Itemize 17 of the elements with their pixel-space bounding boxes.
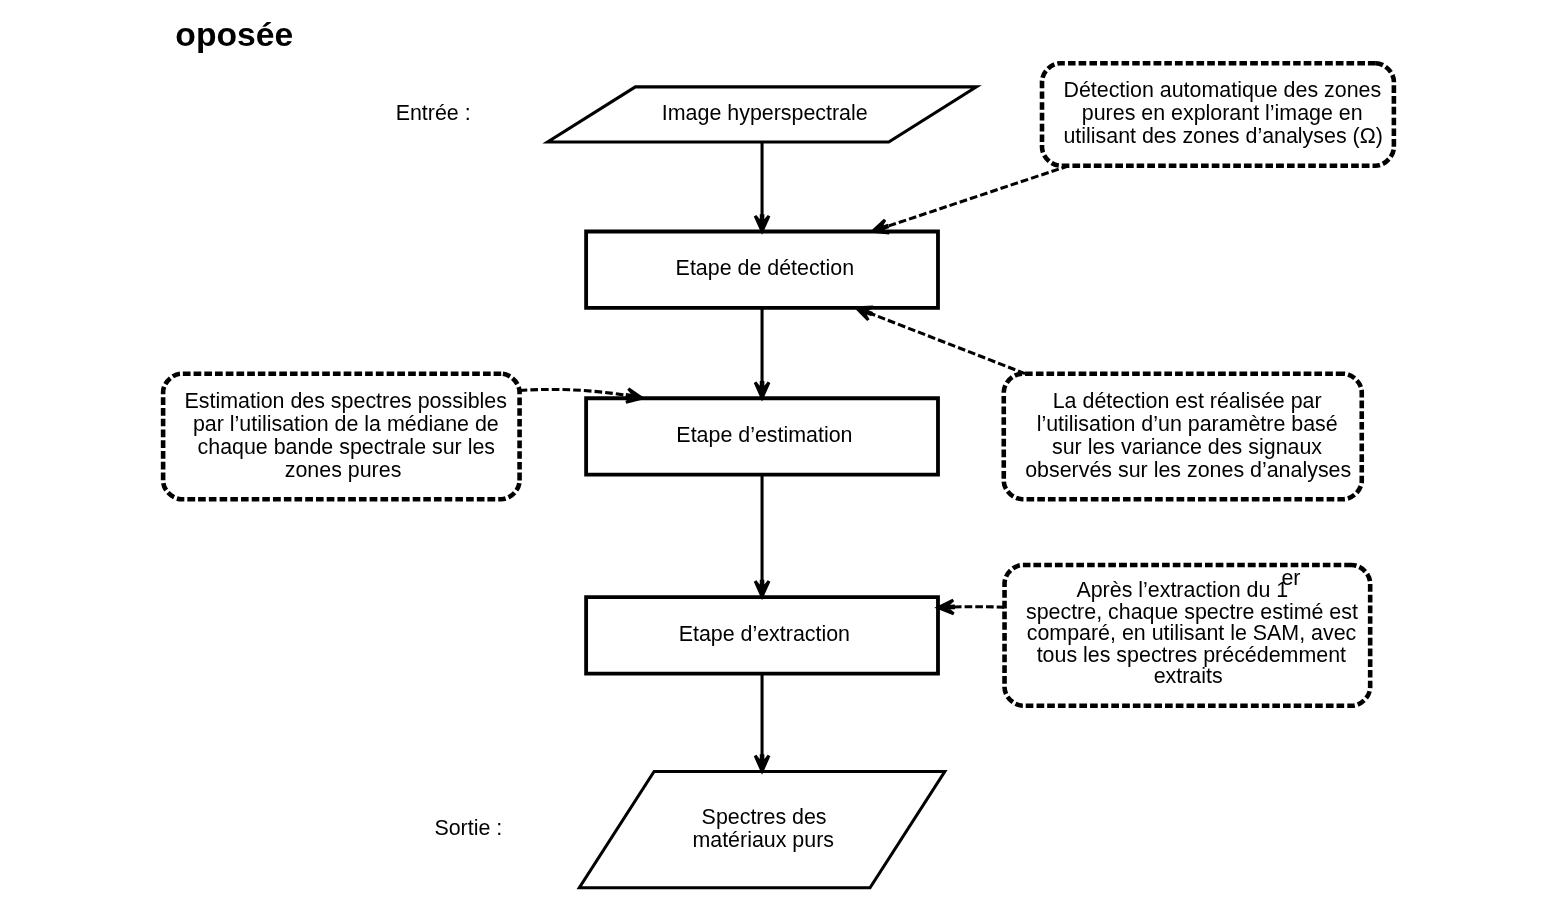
arrow	[871, 164, 1070, 235]
arrow	[753, 474, 771, 598]
arrow	[753, 142, 771, 233]
diagram-title: oposée	[175, 15, 294, 53]
arrow	[936, 598, 1005, 616]
node-label: Sortie :	[434, 816, 503, 841]
arrow	[854, 305, 1026, 375]
node-box: Etape de détection	[584, 229, 940, 310]
node-box: Etape d’extraction	[584, 595, 940, 676]
arrow	[753, 307, 771, 400]
arrow	[519, 387, 644, 404]
arrow	[753, 673, 771, 773]
node-label: Entrée :	[395, 101, 471, 126]
node-box: Estimation des spectres possibles par l’utilisation de la médiane de chaque bande spectrale sur les zones pures	[160, 371, 522, 502]
node-box: Détection automatique des zones pures en explorant l’image en utilisant des zones d’analyses (Ω)	[1039, 60, 1397, 168]
node-box: Etape d’estimation	[584, 396, 940, 477]
node-box: La détection est réalisée par l’utilisation d’un paramètre basé sur les variance des signaux observés sur les zones d’analyses	[1001, 371, 1365, 502]
